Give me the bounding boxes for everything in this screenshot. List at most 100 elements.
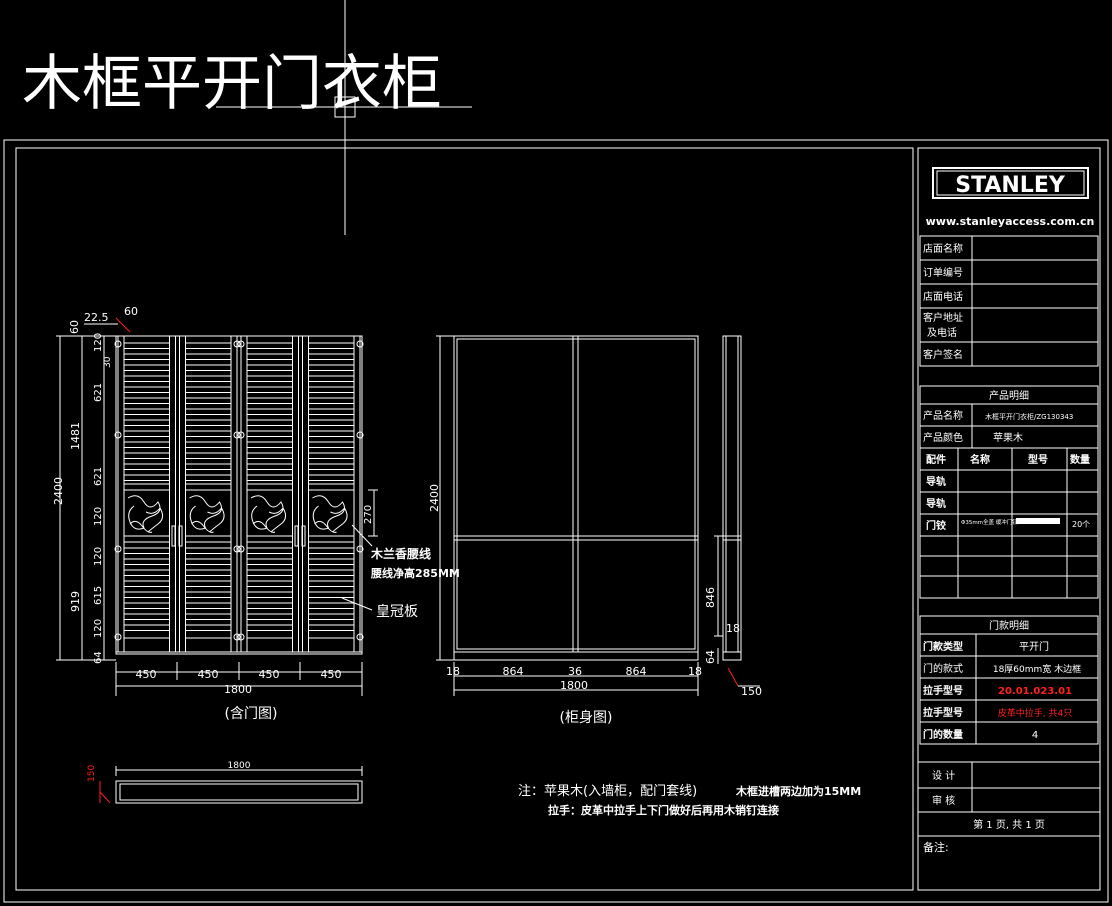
dim-panel-1: 621 bbox=[93, 383, 104, 402]
note-line-2: 拉手：皮革中拉手上下门做好后再用木销钉连接 bbox=[548, 803, 779, 817]
crosshair-cursor-icon bbox=[216, 0, 472, 235]
hinge-icon bbox=[114, 340, 122, 348]
door-4 bbox=[302, 335, 361, 653]
handle-model-label: 拉手型号 bbox=[923, 684, 963, 697]
hinge-icon bbox=[356, 431, 364, 439]
remark-label: 备注: bbox=[923, 840, 949, 854]
dim-door-1: 450 bbox=[136, 668, 157, 681]
hinge-icon bbox=[233, 431, 241, 439]
dim-door-3: 450 bbox=[259, 668, 280, 681]
dim-door-2: 450 bbox=[198, 668, 219, 681]
dim-top-22-5: 22.5 bbox=[84, 311, 109, 324]
title-block-frame bbox=[917, 147, 1101, 891]
hinge-icon bbox=[237, 545, 245, 553]
hinge-icon bbox=[233, 633, 241, 641]
carved-panel bbox=[123, 489, 170, 537]
caption-body-view: (柜身图) bbox=[560, 710, 613, 726]
hinge-icon bbox=[114, 545, 122, 553]
dim-body-side-right: 18 bbox=[688, 665, 702, 678]
field-store-name: 店面名称 bbox=[923, 242, 963, 255]
dim-panel-2: 621 bbox=[93, 467, 104, 486]
hinge-icon bbox=[233, 340, 241, 348]
door-3 bbox=[240, 335, 299, 653]
dim-rail-2: 120 bbox=[93, 507, 104, 526]
plan-view: 1800 150 bbox=[87, 761, 363, 804]
carved-panel bbox=[246, 489, 293, 537]
label-wood-line-height: 腰线净高285MM bbox=[370, 566, 460, 580]
parts-row-1-part: 导轨 bbox=[926, 475, 946, 488]
dim-panel-3: 615 bbox=[93, 586, 104, 605]
hinge-icon bbox=[237, 431, 245, 439]
door-header: 门款明细 bbox=[989, 619, 1029, 632]
note-line-1a: 注：苹果木(入墙柜，配门套线) bbox=[518, 783, 697, 799]
field-client-signature: 客户签名 bbox=[923, 348, 963, 361]
title-block: STANLEY www.stanleyaccess.com.cn 店面名称 订单… bbox=[918, 167, 1100, 854]
handle-type-label: 拉手型号 bbox=[923, 706, 963, 719]
product-name-value: 木框平开门衣柜/ZG130343 bbox=[985, 412, 1073, 421]
parts-row-2-part: 导轨 bbox=[926, 497, 946, 510]
door-count-value: 4 bbox=[1032, 730, 1038, 741]
drawing-title: 木框平开门衣柜 bbox=[22, 49, 442, 119]
hinge-icon bbox=[233, 545, 241, 553]
door-style-label: 门的款式 bbox=[923, 662, 963, 675]
hinge-icon bbox=[237, 633, 245, 641]
dim-side-846: 846 bbox=[704, 587, 717, 608]
parts-col-model: 型号 bbox=[1028, 453, 1048, 466]
review-label: 审 核 bbox=[932, 794, 955, 807]
dim-front-upper: 1481 bbox=[69, 422, 82, 450]
caption-front-view: (含门图) bbox=[225, 706, 278, 722]
stanley-logo-icon bbox=[932, 167, 1089, 199]
carving-ornament bbox=[312, 495, 348, 533]
dim-body-bay-right: 864 bbox=[626, 665, 647, 678]
dim-top-30: 30 bbox=[103, 356, 113, 368]
field-client-address: 客户地址 bbox=[923, 311, 963, 324]
door-type-value: 平开门 bbox=[1019, 640, 1049, 653]
carving-ornament bbox=[250, 495, 287, 533]
cabinet-outline bbox=[115, 335, 363, 655]
parts-row-3-name: Φ35mm全盖 缓冲门铰 bbox=[961, 518, 1018, 526]
parts-col-name: 名称 bbox=[970, 453, 990, 466]
side-view: 846 18 64 150 bbox=[704, 335, 762, 698]
door-style-value: 18厚60mm宽 木边框 bbox=[993, 663, 1081, 675]
hinge-icon bbox=[114, 431, 122, 439]
dim-front-top-60: 60 bbox=[68, 320, 81, 334]
parts-col-part: 配件 bbox=[926, 453, 946, 466]
page-indicator: 第 1 页, 共 1 页 bbox=[973, 818, 1045, 831]
carving-ornament bbox=[189, 495, 225, 533]
carved-panel bbox=[308, 489, 355, 537]
design-label: 设 计 bbox=[932, 769, 955, 782]
label-wood-line: 木兰香腰线 bbox=[370, 546, 431, 561]
outer-frame bbox=[3, 139, 1109, 903]
dim-plan-depth: 150 bbox=[87, 765, 97, 782]
dim-side-18: 18 bbox=[726, 622, 740, 635]
dim-side-64: 64 bbox=[704, 650, 717, 664]
hinge-icon bbox=[356, 633, 364, 641]
field-store-phone: 店面电话 bbox=[923, 290, 963, 303]
product-header: 产品明细 bbox=[989, 389, 1029, 402]
body-view: 2400 18 864 36 864 18 1800 (柜身图) bbox=[428, 335, 702, 726]
dim-top-60: 60 bbox=[124, 305, 138, 318]
door-2 bbox=[179, 335, 238, 653]
dim-rail-4: 120 bbox=[93, 619, 104, 638]
handle-icon bbox=[294, 525, 299, 547]
dim-body-height: 2400 bbox=[428, 484, 441, 512]
dim-plinth: 64 bbox=[93, 651, 104, 664]
drawing-area-frame bbox=[15, 147, 914, 891]
dim-front-height: 2400 bbox=[52, 477, 65, 505]
hinge-icon bbox=[356, 340, 364, 348]
hinge-icon bbox=[114, 633, 122, 641]
handle-type-value: 皮革中拉手, 共4只 bbox=[998, 707, 1072, 719]
hinge-icon bbox=[237, 340, 245, 348]
product-name-label: 产品名称 bbox=[923, 409, 963, 422]
carved-panel bbox=[185, 489, 232, 537]
door-type-label: 门款类型 bbox=[923, 640, 963, 653]
logo-url: www.stanleyaccess.com.cn bbox=[926, 215, 1095, 228]
handle-icon bbox=[178, 525, 183, 547]
product-color-label: 产品颜色 bbox=[923, 431, 963, 444]
door-1 bbox=[117, 335, 176, 653]
field-client-phone: 及电话 bbox=[927, 326, 957, 339]
label-crown-board: 皇冠板 bbox=[376, 604, 418, 620]
parts-row-3-qty: 20个 bbox=[1072, 520, 1090, 529]
dim-rail-1: 120 bbox=[93, 333, 104, 352]
